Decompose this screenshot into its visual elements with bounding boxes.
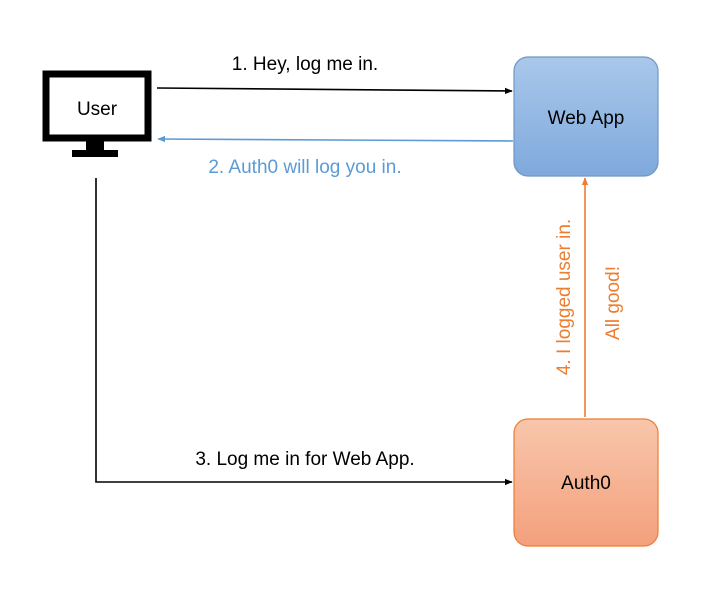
monitor-icon <box>42 70 152 157</box>
edge-step-1: 1. Hey, log me in. <box>156 54 513 95</box>
web-app-label: Web App <box>548 108 625 129</box>
edge-step-3: 3. Log me in for Web App. <box>95 178 513 486</box>
edge-step-2: 2. Auth0 will log you in. <box>157 135 514 178</box>
web-app-box <box>513 56 659 177</box>
arrow-step-3 <box>95 178 513 486</box>
web-app-node: Web App <box>513 56 659 177</box>
arrow-step-1 <box>156 87 513 95</box>
edge-label-step-3: 3. Log me in for Web App. <box>195 449 414 470</box>
edge-label-step-4: 4. I logged user in. <box>554 219 575 375</box>
user-label: User <box>77 99 118 120</box>
arrow-step-2 <box>157 135 514 143</box>
auth0-box <box>513 418 659 547</box>
auth0-node: Auth0 <box>513 418 659 547</box>
user-node: User <box>42 70 152 157</box>
edge-label-step-2: 2. Auth0 will log you in. <box>208 157 401 178</box>
edge-step-4: 4. I logged user in. All good! <box>554 177 624 417</box>
auth0-label: Auth0 <box>561 473 611 494</box>
edge-label-step-1: 1. Hey, log me in. <box>232 54 378 75</box>
edge-sublabel-step-4: All good! <box>603 266 624 340</box>
